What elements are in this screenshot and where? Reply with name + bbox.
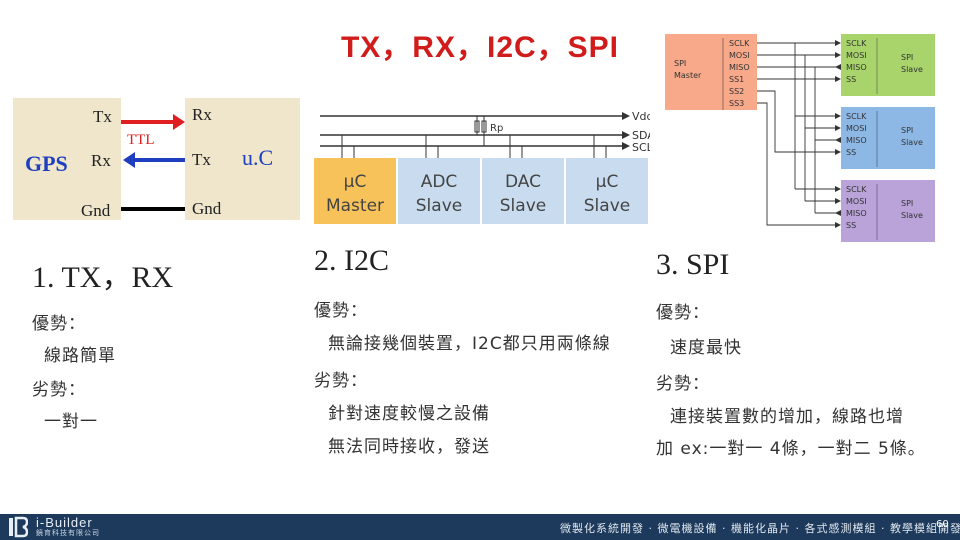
spi-master-box	[665, 34, 757, 110]
i2c-slave-adc-box	[398, 158, 480, 224]
vdd-arrow-icon	[622, 112, 630, 120]
uart-diagram: Tx GPS Rx Gnd TTL Rx Tx u.C Gnd	[13, 98, 300, 220]
col1-dis-label: 劣勢：	[32, 380, 86, 400]
col1-adv-label: 優勢：	[32, 314, 86, 334]
spi-slave-3-box	[841, 180, 935, 242]
spi-master-label-1: SPI	[674, 59, 686, 68]
i2c-box-3-line1: DAC	[505, 172, 541, 192]
slave2-pin-mosi: MOSI	[846, 124, 867, 133]
i2c-diagram: Rp Vdd SDA SCL µC Master ADC Slave DAC S…	[314, 110, 650, 224]
right-gnd-label: Gnd	[192, 199, 222, 218]
col2-dis-item-1: 針對速度較慢之設備	[328, 404, 490, 424]
footer-logo-subtext: 鏡育科技有限公司	[36, 529, 100, 537]
i2c-box-4-line2: Slave	[584, 196, 630, 216]
sda-label: SDA	[632, 129, 650, 142]
master-pin-sclk: SCLK	[729, 39, 750, 48]
footer-bar	[0, 514, 960, 540]
sda-arrow-icon	[622, 131, 630, 139]
rp-label: Rp	[490, 123, 503, 134]
spi-slave-1-box	[841, 34, 935, 96]
right-rx-label: Rx	[192, 105, 212, 124]
slave1-pin-sclk: SCLK	[846, 39, 867, 48]
slave1-pin-ss: SS	[846, 75, 856, 84]
ibuilder-logo-icon	[9, 516, 28, 538]
red-arrow-icon	[173, 114, 185, 130]
ttl-label: TTL	[127, 132, 155, 148]
slave2-pin-sclk: SCLK	[846, 112, 867, 121]
master-pin-ss3: SS3	[729, 99, 744, 108]
col3-dis-item-1: 連接裝置數的增加，線路也增	[670, 407, 904, 427]
uc-box	[185, 98, 300, 220]
spi-diagram: SPI Master SCLK MOSI MISO SS1 SS2 SS3 SC…	[665, 34, 935, 242]
spi-master-label-2: Master	[674, 71, 702, 80]
footer-logo-text: i-Builder	[36, 515, 93, 530]
slave2-pin-miso: MISO	[846, 136, 867, 145]
slave3-label-1: SPI	[901, 199, 913, 208]
i2c-master-box	[314, 158, 396, 224]
slave3-pin-ss: SS	[846, 221, 856, 230]
slave1-pin-miso: MISO	[846, 63, 867, 72]
slave2-pin-ss: SS	[846, 148, 856, 157]
master-pin-mosi: MOSI	[729, 51, 750, 60]
master-pin-ss2: SS2	[729, 87, 744, 96]
col3-dis-item-2: 加 ex:一對一 4條，一對二 5條。	[656, 439, 926, 459]
col3-adv-item-1: 速度最快	[670, 338, 742, 358]
master-pin-miso: MISO	[729, 63, 750, 72]
i2c-slave-dac-box	[482, 158, 564, 224]
i2c-box-2-line2: Slave	[416, 196, 462, 216]
col1-adv-item-1: 線路簡單	[44, 346, 116, 366]
spi-slave-2-box	[841, 107, 935, 169]
slave3-pin-sclk: SCLK	[846, 185, 867, 194]
col1-heading: 1. TX，RX	[32, 261, 174, 294]
left-rx-label: Rx	[91, 151, 111, 170]
vdd-label: Vdd	[632, 110, 650, 123]
right-tx-label: Tx	[192, 150, 211, 169]
gps-box	[13, 98, 121, 220]
col3-dis-label: 劣勢：	[656, 374, 710, 394]
left-gnd-label: Gnd	[81, 201, 111, 220]
slave2-label-1: SPI	[901, 126, 913, 135]
footer-tagline: 微製化系統開發 · 微電機設備 · 機能化晶片 · 各式感測模組 · 教學模組開…	[560, 522, 960, 535]
slide-title: TX，RX，I2C，SPI	[340, 31, 620, 64]
col2-adv-label: 優勢：	[314, 301, 368, 321]
slave1-pin-mosi: MOSI	[846, 51, 867, 60]
page-number: 60	[936, 519, 949, 530]
slave1-label-1: SPI	[901, 53, 913, 62]
slave3-pin-mosi: MOSI	[846, 197, 867, 206]
col3-adv-label: 優勢：	[656, 303, 710, 323]
slave3-label-2: Slave	[901, 211, 923, 220]
i2c-box-1-line2: Master	[326, 196, 384, 216]
scl-label: SCL	[632, 141, 650, 154]
col1-dis-item-1: 一對一	[44, 412, 98, 432]
i2c-box-4-line1: µC	[596, 172, 619, 192]
uc-label: u.C	[242, 145, 273, 170]
slave3-pin-miso: MISO	[846, 209, 867, 218]
scl-arrow-icon	[622, 142, 630, 150]
master-pin-ss1: SS1	[729, 75, 744, 84]
col2-dis-label: 劣勢：	[314, 371, 368, 391]
i2c-box-3-line2: Slave	[500, 196, 546, 216]
i2c-box-2-line1: ADC	[421, 172, 458, 192]
col2-dis-item-2: 無法同時接收，發送	[328, 437, 490, 457]
col3-heading: 3. SPI	[656, 248, 730, 281]
gps-label: GPS	[25, 151, 68, 176]
col2-heading: 2. I2C	[314, 244, 389, 277]
slave1-label-2: Slave	[901, 65, 923, 74]
col2-adv-item-1: 無論接幾個裝置，I2C都只用兩條線	[328, 334, 611, 354]
i2c-box-1-line1: µC	[344, 172, 367, 192]
slave2-label-2: Slave	[901, 138, 923, 147]
i2c-slave-uc-box	[566, 158, 648, 224]
left-tx-label: Tx	[93, 107, 112, 126]
blue-arrow-icon	[123, 152, 135, 168]
